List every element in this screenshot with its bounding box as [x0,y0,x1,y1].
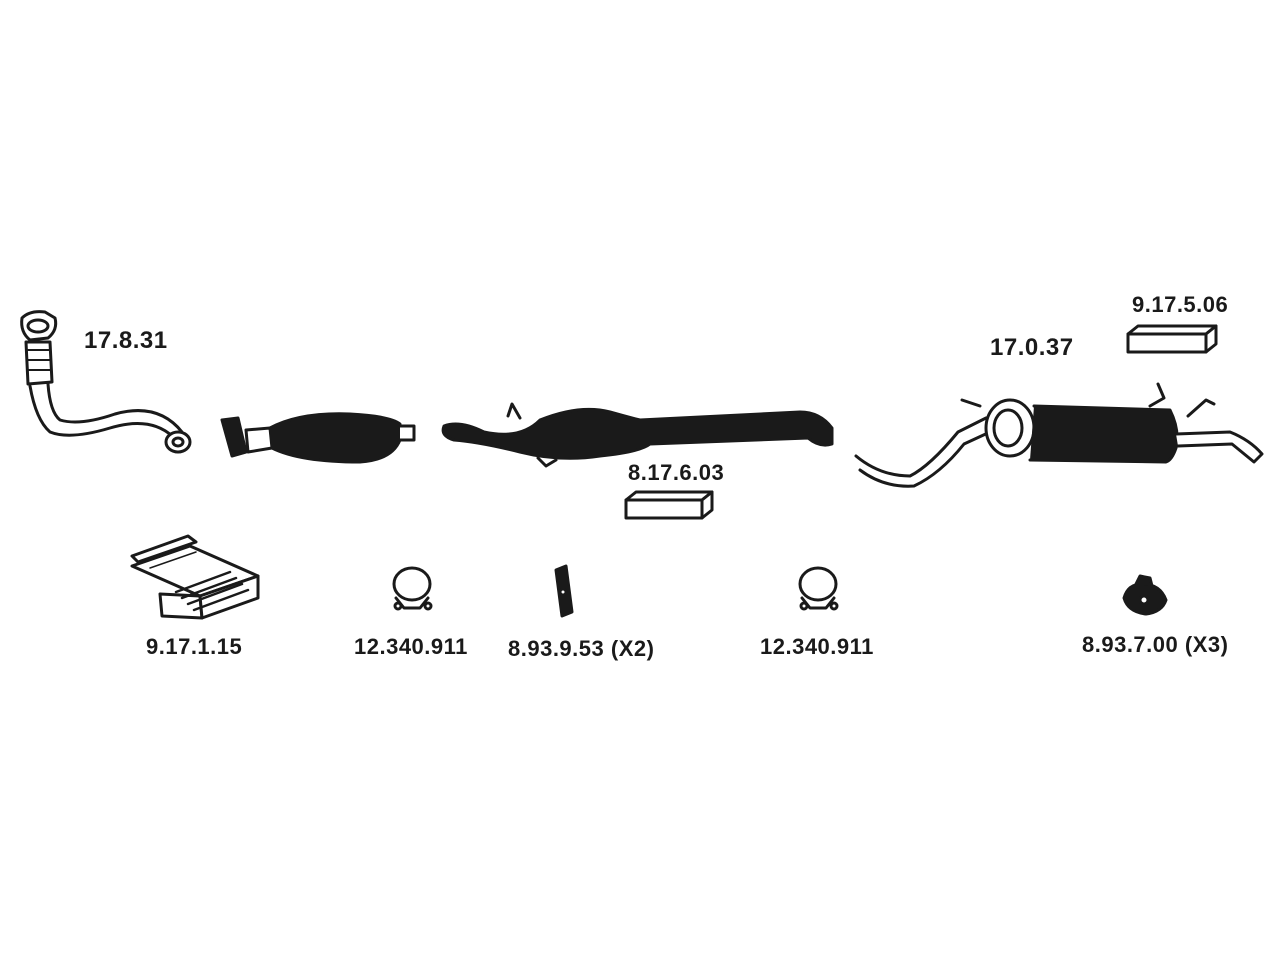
label-front-pipe: 17.8.31 [84,327,168,354]
label-clamp-2: 12.340.911 [760,634,874,659]
box-icon [624,490,714,520]
label-clamp-1: 12.340.911 [354,634,468,659]
center-pipe-icon [441,402,834,468]
box-icon [1126,324,1218,354]
label-rear-muffler: 17.0.37 [990,334,1074,361]
rear-muffler-icon [854,382,1264,488]
clamp-icon [798,566,839,611]
label-hanger-2: 8.93.7.00 (X3) [1082,632,1229,657]
mount-bracket-icon [1122,574,1168,616]
label-rear-box: 9.17.5.06 [1132,292,1229,317]
label-mounting-kit: 9.17.1.15 [146,634,243,659]
label-catalyst-box: 8.17.6.03 [628,460,725,485]
front-pipe-icon [20,310,192,454]
label-hanger-1: 8.93.9.53 (X2) [508,636,655,661]
mounting-kit-icon [130,534,260,620]
catalytic-converter-icon [220,412,416,464]
clamp-icon [392,566,433,611]
rubber-hanger-icon [554,564,574,618]
